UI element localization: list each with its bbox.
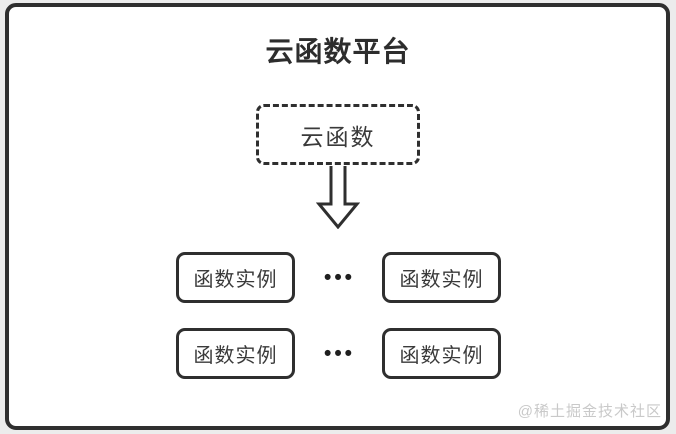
instance-box: 函数实例 (382, 252, 501, 303)
cloud-function-label: 云函数 (300, 123, 376, 150)
instance-label: 函数实例 (193, 269, 278, 291)
cloud-function-box: 云函数 (256, 104, 420, 165)
watermark: @稀土掘金技术社区 (517, 403, 662, 420)
instance-label: 函数实例 (399, 269, 484, 291)
ellipsis-icon: ••• (323, 341, 356, 365)
instance-label: 函数实例 (399, 345, 484, 367)
instance-box: 函数实例 (176, 252, 295, 303)
instance-box: 函数实例 (176, 328, 295, 379)
instance-box: 函数实例 (382, 328, 501, 379)
arrow-down-icon (316, 166, 360, 229)
diagram-title: 云函数平台 (265, 36, 411, 67)
ellipsis-icon: ••• (323, 265, 356, 289)
instance-label: 函数实例 (193, 345, 278, 367)
